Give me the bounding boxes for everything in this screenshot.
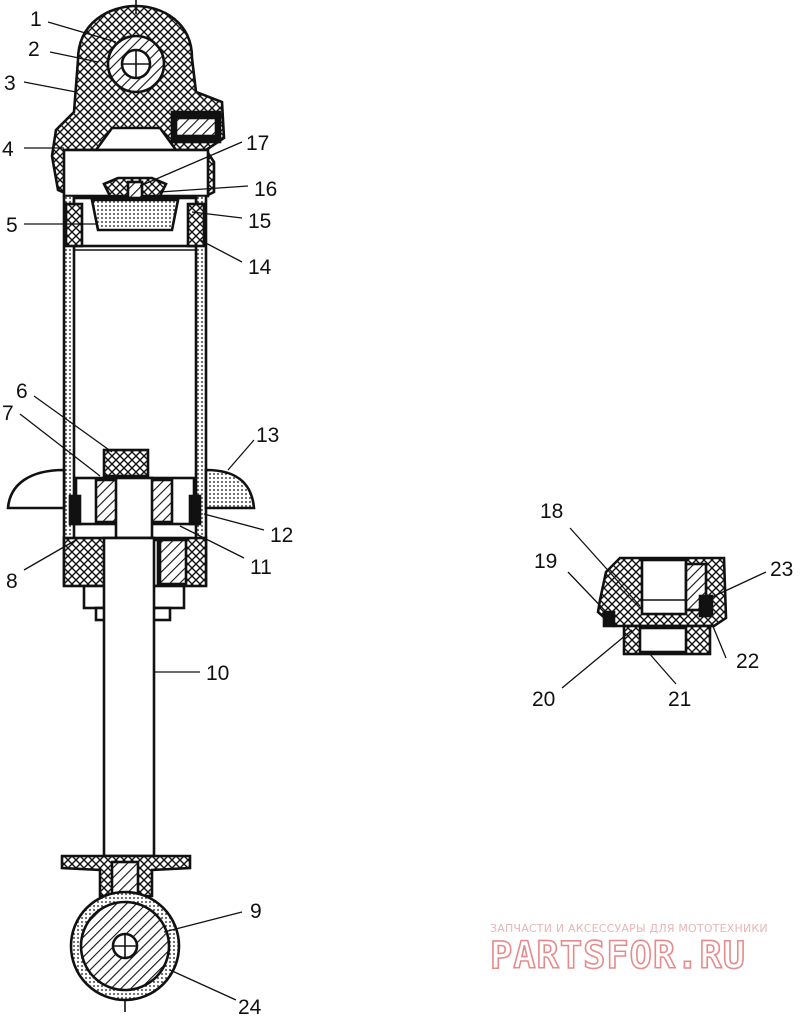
callout-1: 1 bbox=[30, 8, 42, 31]
watermark-tagline: ЗАПЧАСТИ И АКСЕССУАРЫ ДЛЯ МОТОТЕХНИКИ bbox=[490, 922, 768, 935]
bottom-mount-eye bbox=[60, 854, 192, 1012]
main-piston bbox=[68, 448, 202, 540]
piston-rod bbox=[102, 536, 156, 858]
callout-14: 14 bbox=[248, 256, 272, 279]
callout-11: 11 bbox=[250, 556, 272, 579]
spring-seat bbox=[6, 468, 256, 510]
callout-15: 15 bbox=[248, 210, 271, 233]
callout-22: 22 bbox=[736, 650, 759, 673]
watermark: ЗАПЧАСТИ И АКСЕССУАРЫ ДЛЯ МОТОТЕХНИКИ PA… bbox=[489, 922, 768, 978]
callout-12: 12 bbox=[270, 524, 293, 547]
leader-lines bbox=[19, 21, 767, 1001]
callout-labels: 1 2 3 4 5 6 7 8 9 10 11 12 13 14 15 16 1… bbox=[2, 8, 793, 1017]
callout-19: 19 bbox=[534, 550, 557, 573]
callout-4: 4 bbox=[2, 138, 14, 161]
callout-7: 7 bbox=[2, 402, 14, 425]
callout-21: 21 bbox=[668, 688, 691, 711]
callout-8: 8 bbox=[6, 570, 18, 593]
floating-piston bbox=[64, 176, 206, 248]
callout-18: 18 bbox=[540, 500, 563, 523]
callout-9: 9 bbox=[250, 900, 262, 923]
callout-13: 13 bbox=[256, 424, 279, 447]
detail-valve-assembly bbox=[596, 556, 728, 656]
callout-16: 16 bbox=[254, 178, 277, 201]
callout-23: 23 bbox=[770, 558, 793, 581]
callout-20: 20 bbox=[532, 688, 555, 711]
callout-24: 24 bbox=[238, 996, 262, 1017]
callout-17: 17 bbox=[246, 132, 269, 155]
callout-3: 3 bbox=[4, 72, 16, 95]
callout-5: 5 bbox=[6, 214, 18, 237]
callout-2: 2 bbox=[28, 38, 40, 61]
callout-10: 10 bbox=[206, 662, 229, 685]
watermark-brand: PARTSFOR.RU bbox=[490, 934, 746, 977]
top-mount-eye bbox=[50, 0, 226, 199]
callout-6: 6 bbox=[16, 380, 28, 403]
